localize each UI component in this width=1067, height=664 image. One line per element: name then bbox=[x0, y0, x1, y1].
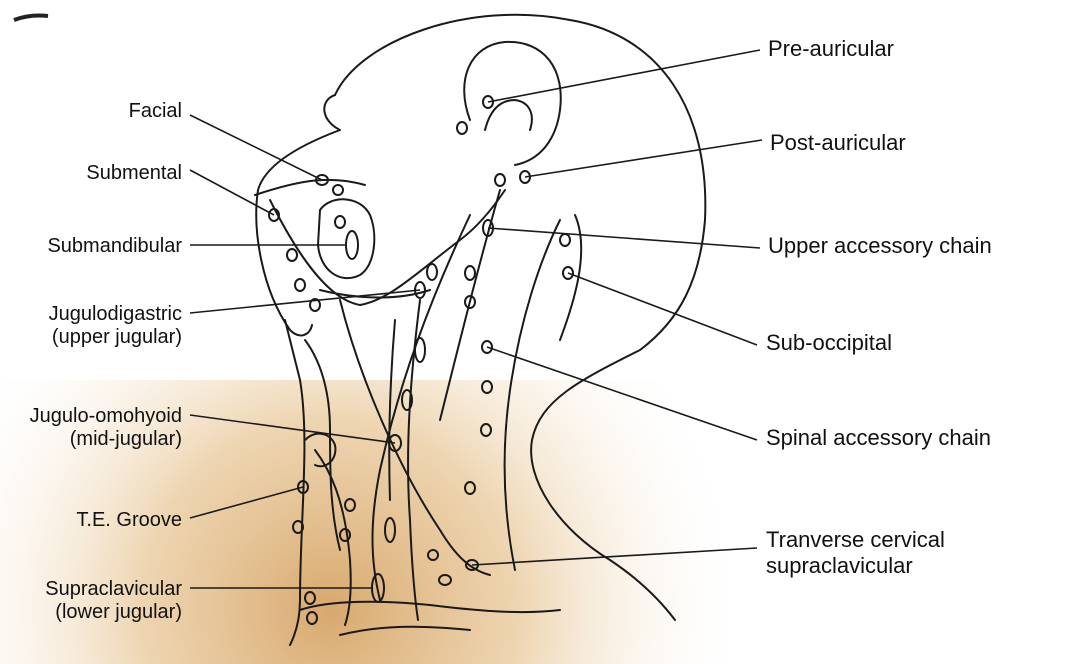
label-upper-accessory: Upper accessory chain bbox=[768, 233, 992, 259]
label-jugulo-omohyoid: Jugulo-omohyoid (mid-jugular) bbox=[0, 405, 182, 451]
leader-sub-occipital bbox=[568, 273, 757, 345]
node-jugular-mid-1 bbox=[415, 338, 425, 362]
label-jugulo-omohyoid-line2: (mid-jugular) bbox=[0, 428, 182, 451]
label-transverse-cervical: Tranverse cervical supraclavicular bbox=[766, 527, 945, 579]
label-sub-occipital: Sub-occipital bbox=[766, 330, 892, 356]
corner-mark bbox=[14, 16, 48, 21]
ear-outer bbox=[464, 42, 561, 165]
node-chain-1 bbox=[465, 266, 475, 280]
node-upper-jugular-2 bbox=[427, 264, 437, 280]
label-post-auricular: Post-auricular bbox=[770, 130, 906, 156]
label-transverse-cervical-line1: Tranverse cervical bbox=[766, 527, 945, 553]
leader-post-auricular bbox=[525, 140, 762, 177]
node-facial-2 bbox=[333, 185, 343, 195]
mouth-line bbox=[255, 180, 365, 195]
label-te-groove: T.E. Groove bbox=[30, 509, 182, 532]
node-submandibular-4 bbox=[295, 279, 305, 291]
label-submental: Submental bbox=[40, 162, 182, 185]
label-transverse-cervical-line2: supraclavicular bbox=[766, 553, 945, 579]
node-pre-auricular-2 bbox=[457, 122, 467, 134]
node-submandibular bbox=[346, 231, 358, 259]
label-pre-auricular: Pre-auricular bbox=[768, 36, 894, 62]
leader-pre-auricular bbox=[488, 50, 760, 102]
label-facial: Facial bbox=[70, 100, 182, 123]
label-jugulodigastric: Jugulodigastric (upper jugular) bbox=[10, 303, 182, 349]
label-submandibular: Submandibular bbox=[10, 235, 182, 258]
node-post-auricular-2 bbox=[495, 174, 505, 186]
label-supraclavicular: Supraclavicular (lower jugular) bbox=[10, 578, 182, 624]
label-jugulodigastric-line2: (upper jugular) bbox=[10, 326, 182, 349]
node-submandibular-2 bbox=[335, 216, 345, 228]
label-supraclavicular-line1: Supraclavicular bbox=[10, 578, 182, 601]
leader-upper-accessory bbox=[488, 228, 760, 248]
label-jugulodigastric-line1: Jugulodigastric bbox=[10, 303, 182, 326]
label-supraclavicular-line2: (lower jugular) bbox=[10, 601, 182, 624]
node-submandibular-3 bbox=[287, 249, 297, 261]
label-jugulo-omohyoid-line1: Jugulo-omohyoid bbox=[0, 405, 182, 428]
label-spinal-accessory: Spinal accessory chain bbox=[766, 425, 991, 451]
leader-jugulodigastric bbox=[190, 290, 420, 313]
node-sub-occipital-2 bbox=[560, 234, 570, 246]
